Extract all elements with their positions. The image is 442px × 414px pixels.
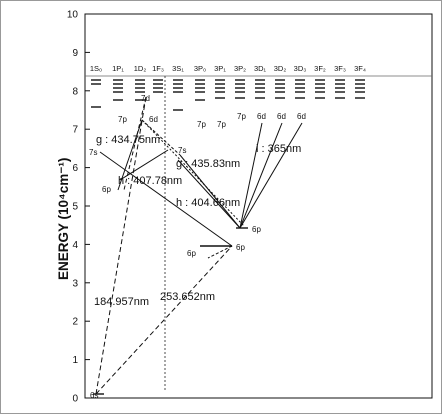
level-6p-mid-label: 6p (252, 225, 261, 234)
level-7p-c-label: 7p (237, 112, 246, 121)
level-6s-label: 6s (90, 391, 98, 400)
y-tick-label: 3 (72, 278, 78, 289)
transition-i2-line (239, 122, 283, 229)
y-axis-ticks: 0 1 2 3 4 5 6 7 8 9 10 (67, 10, 90, 405)
y-tick-label: 9 (72, 48, 78, 59)
level-bars (91, 79, 365, 111)
transition-g1-line (99, 151, 233, 247)
column-headers: 1S₀ 1P₁ 1D₂ 1F₃ 3S₁ 3P₀ 3P₁ 3P₂ 3D₁ 3D₂ 3D₃ 3F₂ 3F₃ 3… (90, 64, 366, 73)
y-tick-label: 8 (72, 86, 78, 97)
transition-g2-line (179, 154, 241, 229)
column-header: 3P₁ (214, 64, 226, 73)
column-header: 3F₄ (354, 64, 366, 73)
transition-labels: g : 434.75nm h : 407.78nm g : 435.83nm h… (94, 134, 301, 308)
level-7s-right-label: 7s (178, 146, 186, 155)
y-tick-label: 10 (67, 10, 79, 21)
level-labels: 6s 7s 6p 7p 6d 7d 7s 7p 7p 7p 6d 6d 6d 6… (89, 94, 306, 400)
uv-184nm-label: 184.957nm (94, 296, 149, 308)
column-header: 3D₃ (294, 64, 307, 73)
column-header: 3D₁ (254, 64, 267, 73)
level-7p-a-label: 7p (197, 120, 206, 129)
column-header: 1P₁ (112, 64, 124, 73)
level-6p-right-label: 6p (236, 243, 245, 252)
transition-i3-line (239, 122, 303, 229)
level-6d-left-label: 6d (149, 115, 158, 124)
column-header: 1F₃ (152, 64, 164, 73)
transition-g2-label: g : 435.83nm (176, 158, 240, 170)
y-tick-label: 2 (72, 317, 78, 328)
transition-g1-label: g : 434.75nm (96, 134, 160, 146)
singlet-d-p-line (123, 96, 147, 191)
y-tick-label: 7 (72, 125, 78, 136)
level-7p-b-label: 7p (217, 120, 226, 129)
transition-h2-label: h : 404.66nm (176, 197, 240, 209)
level-6d-a-label: 6d (257, 112, 266, 121)
column-header: 3F₂ (314, 64, 326, 73)
y-tick-label: 4 (72, 240, 78, 251)
y-tick-label: 0 (72, 394, 78, 405)
level-6d-b-label: 6d (277, 112, 286, 121)
uv-253nm-line (95, 245, 233, 395)
connector-6p-line (207, 245, 233, 259)
level-6p-left-label: 6p (102, 185, 111, 194)
column-header: 3D₂ (274, 64, 287, 73)
column-header: 3P₀ (194, 64, 206, 73)
level-7p-left-label: 7p (118, 115, 127, 124)
transition-h1b-line (119, 149, 169, 181)
level-6d-c-label: 6d (297, 112, 306, 121)
column-header: 3P₂ (234, 64, 246, 73)
transition-h2-line (177, 159, 241, 229)
column-header: 3S₁ (172, 64, 184, 73)
level-7d-label: 7d (141, 94, 150, 103)
column-header: 1D₂ (134, 64, 147, 73)
transition-g-dotted-line (141, 119, 245, 227)
level-6p-low-label: 6p (187, 249, 196, 258)
transition-h1-line (141, 119, 181, 156)
uv-253nm-label: 253.652nm (160, 291, 215, 303)
y-tick-label: 6 (72, 163, 78, 174)
transition-h1-label: h : 407.78nm (118, 175, 182, 187)
transition-lines (93, 96, 303, 395)
uv-184nm-line (95, 96, 147, 395)
column-header: 1S₀ (90, 64, 102, 73)
y-tick-label: 1 (72, 355, 78, 366)
level-7s-left-label: 7s (89, 148, 97, 157)
transition-i-label: i : 365nm (256, 143, 301, 155)
y-axis-label: ENERGY (10⁴cm⁻¹) (56, 158, 71, 280)
transition-i1-line (239, 122, 263, 229)
y-tick-label: 5 (72, 202, 78, 213)
column-header: 3F₃ (334, 64, 346, 73)
